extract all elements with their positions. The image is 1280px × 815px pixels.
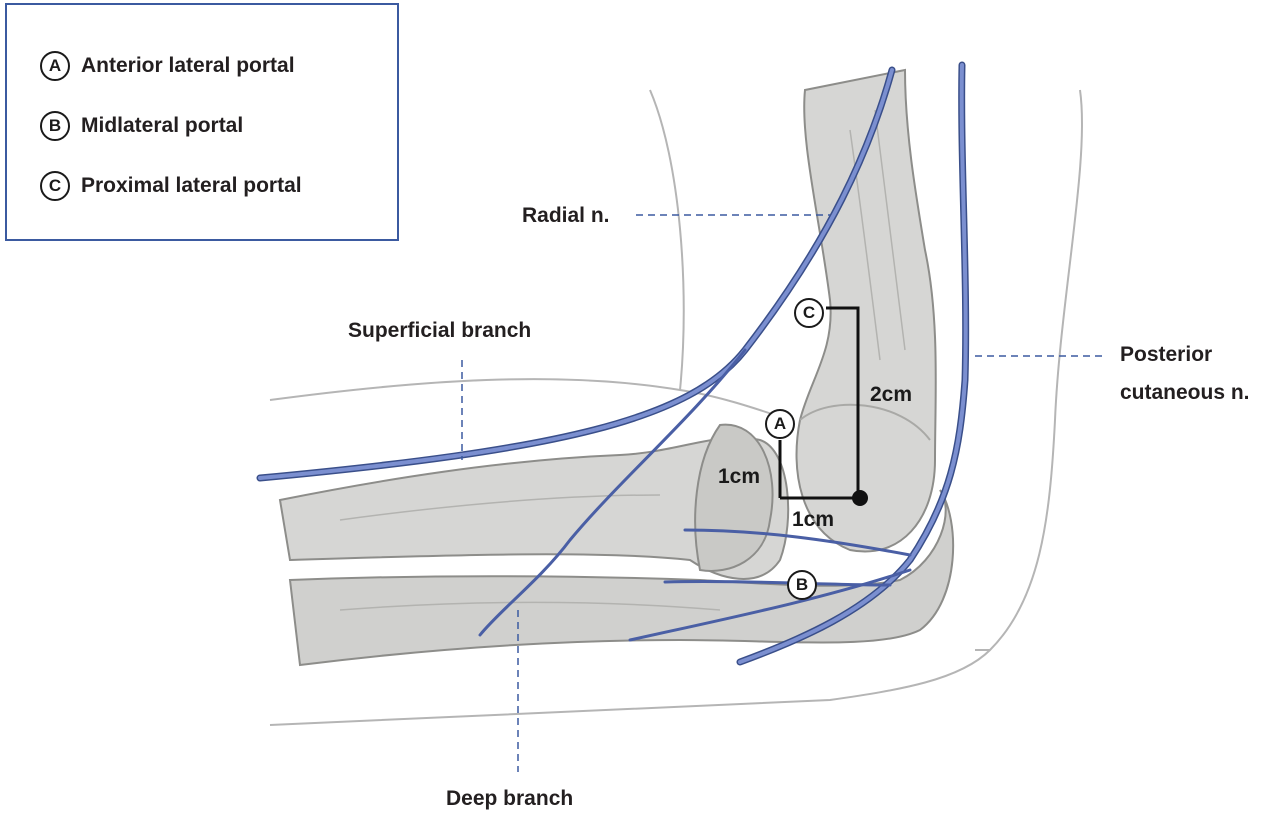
portal-marker-a: A — [765, 409, 795, 439]
label-posterior-cutaneous-line2: cutaneous n. — [1120, 381, 1250, 404]
dimension-c-vertical: 2cm — [870, 383, 913, 406]
portal-marker-b: B — [787, 570, 817, 600]
deep-branch-nerve — [478, 348, 747, 637]
legend-item-midlateral: B Midlateral portal — [40, 111, 243, 141]
label-radial-nerve: Radial n. — [522, 204, 610, 227]
reference-point — [852, 490, 868, 506]
label-superficial-branch: Superficial branch — [348, 319, 532, 342]
leader-lines — [461, 214, 1105, 772]
label-deep-branch: Deep branch — [446, 787, 574, 810]
legend-item-proximal-lateral: C Proximal lateral portal — [40, 171, 302, 201]
dimension-a-vertical: 1cm — [718, 465, 761, 488]
skin-outline — [269, 89, 1084, 726]
legend-marker-a: A — [40, 51, 70, 81]
dimension-a-horizontal: 1cm — [792, 508, 835, 531]
label-posterior-cutaneous-line1: Posterior — [1120, 343, 1213, 366]
branch-nerve-3 — [628, 568, 912, 642]
legend-label-midlateral: Midlateral portal — [81, 114, 244, 137]
legend-label-proximal-lateral: Proximal lateral portal — [81, 174, 302, 197]
dimension-lines — [778, 306, 860, 500]
nerve-paths — [256, 61, 970, 666]
legend-marker-c: C — [40, 171, 70, 201]
forearm-bones — [278, 423, 955, 667]
legend-item-anterior-lateral: A Anterior lateral portal — [40, 51, 295, 81]
legend-label-anterior-lateral: Anterior lateral portal — [81, 54, 295, 77]
humerus-bone — [795, 68, 937, 553]
portal-marker-c: C — [794, 298, 824, 328]
legend: A Anterior lateral portal B Midlateral p… — [5, 3, 399, 241]
legend-marker-b: B — [40, 111, 70, 141]
branch-nerve-1 — [683, 528, 912, 557]
